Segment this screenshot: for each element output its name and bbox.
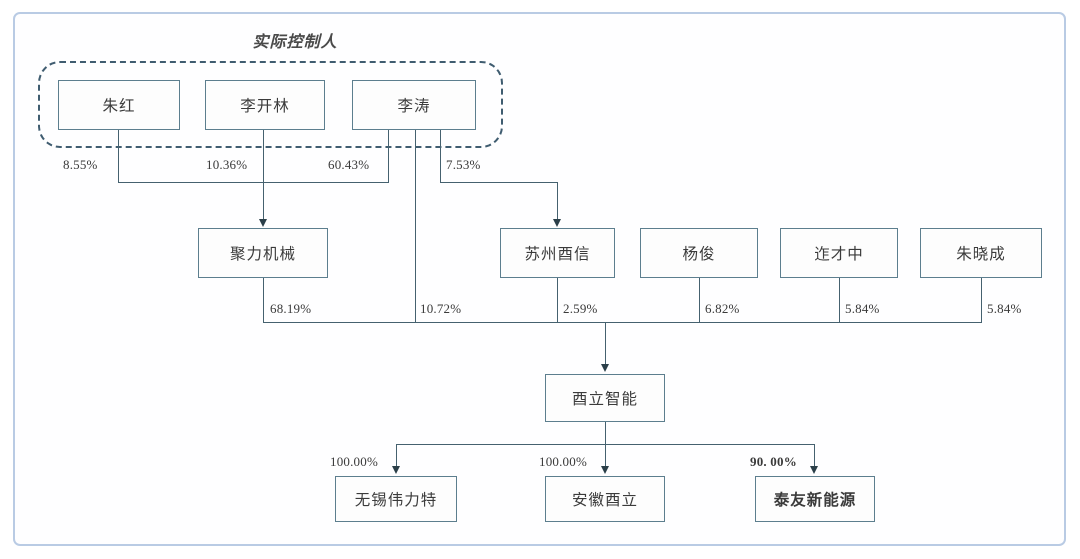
node-wuxi-weilite[interactable]: 无锡伟力特 xyxy=(335,476,457,522)
node-label: 杨俊 xyxy=(682,246,716,263)
edge-bus-to-company xyxy=(605,322,607,366)
percent-label-li-tao-to-company: 10.72% xyxy=(420,301,462,316)
percent-label-li-tao-youxin: 7.53% xyxy=(446,157,481,172)
node-label: 李涛 xyxy=(397,98,431,115)
node-suzhou-youxin[interactable]: 苏州酉信 xyxy=(500,228,615,278)
actual-controller-group-box xyxy=(38,61,503,148)
percent-label-juli-to-company: 68.19% xyxy=(270,301,312,316)
node-juli-jixie[interactable]: 聚力机械 xyxy=(198,228,328,278)
percent-label-zhu-hong: 8.55% xyxy=(63,157,98,172)
node-label: 泰友新能源 xyxy=(773,492,857,509)
arrow-into-youli-zhineng xyxy=(600,364,609,372)
node-taiyou-xinnengyuan[interactable]: 泰友新能源 xyxy=(755,476,875,522)
edge-li-tao-juli-horizontal xyxy=(263,182,389,184)
edge-youxin-to-bus xyxy=(557,278,559,323)
node-label: 苏州酉信 xyxy=(524,246,591,263)
arrow-into-anhui-youli xyxy=(600,466,609,474)
percent-label-company-to-anhui-youli: 100.00% xyxy=(539,454,587,469)
percent-label-zecaizhong-to-company: 5.84% xyxy=(845,301,880,316)
node-anhui-youli[interactable]: 安徽酉立 xyxy=(545,476,665,522)
arrow-into-suzhou-youxin xyxy=(553,219,561,227)
arrow-into-juli-jixie xyxy=(258,219,267,227)
edge-company-down xyxy=(605,422,607,445)
node-yang-jun[interactable]: 杨俊 xyxy=(640,228,758,278)
edge-bus-to-taiyou xyxy=(814,444,816,468)
percent-label-company-to-wuxi-weilite: 100.00% xyxy=(330,454,378,469)
actual-controller-group-label: 实际控制人 xyxy=(252,34,338,51)
node-li-kailin[interactable]: 李开林 xyxy=(205,80,325,130)
percent-label-company-to-taiyou: 90. 00% xyxy=(750,454,797,469)
percent-label-youxin-to-company: 2.59% xyxy=(563,301,598,316)
arrow-into-wuxi-weilite xyxy=(392,466,400,474)
edge-bus-to-anhui-youli xyxy=(605,444,607,468)
percent-label-zhuxiaocheng-to-company: 5.84% xyxy=(987,301,1022,316)
node-label: 朱晓成 xyxy=(956,246,1006,263)
edge-li-tao-youxin-vertical-b xyxy=(557,182,559,220)
node-zhu-hong[interactable]: 朱红 xyxy=(58,80,180,130)
edge-yangjun-to-bus xyxy=(699,278,701,323)
edge-li-tao-youxin-horizontal xyxy=(440,182,558,184)
edge-li-tao-juli-vertical xyxy=(388,130,390,183)
percent-label-li-tao-juli: 60.43% xyxy=(328,157,370,172)
node-label: 酉立智能 xyxy=(571,391,638,408)
edge-li-kailin-vertical xyxy=(263,130,265,220)
node-zhu-xiaocheng[interactable]: 朱晓成 xyxy=(920,228,1042,278)
edge-li-tao-company-vertical xyxy=(415,130,417,323)
arrow-into-taiyou-xinnengyuan xyxy=(810,466,818,474)
node-label: 迮才中 xyxy=(814,246,864,263)
edge-zhu-hong-vertical xyxy=(118,130,120,183)
percent-label-li-kailin: 10.36% xyxy=(206,157,248,172)
node-li-tao[interactable]: 李涛 xyxy=(352,80,476,130)
node-ze-caizhong[interactable]: 迮才中 xyxy=(780,228,898,278)
percent-label-yangjun-to-company: 6.82% xyxy=(705,301,740,316)
node-label: 聚力机械 xyxy=(229,246,296,263)
node-label: 无锡伟力特 xyxy=(354,492,438,509)
edge-bus-to-wuxi-weilite xyxy=(396,444,398,468)
diagram-frame xyxy=(13,12,1066,546)
node-label: 安徽酉立 xyxy=(571,492,638,509)
edge-zhu-hong-horizontal xyxy=(118,182,264,184)
node-label: 李开林 xyxy=(240,98,290,115)
shareholder-bus-line xyxy=(263,322,982,324)
edge-zhuxiaocheng-to-bus xyxy=(981,278,983,323)
edge-juli-to-bus xyxy=(263,278,265,323)
node-youli-zhineng[interactable]: 酉立智能 xyxy=(545,374,665,422)
edge-zecaizhong-to-bus xyxy=(839,278,841,323)
edge-li-tao-youxin-vertical-a xyxy=(440,130,442,183)
node-label: 朱红 xyxy=(102,98,136,115)
